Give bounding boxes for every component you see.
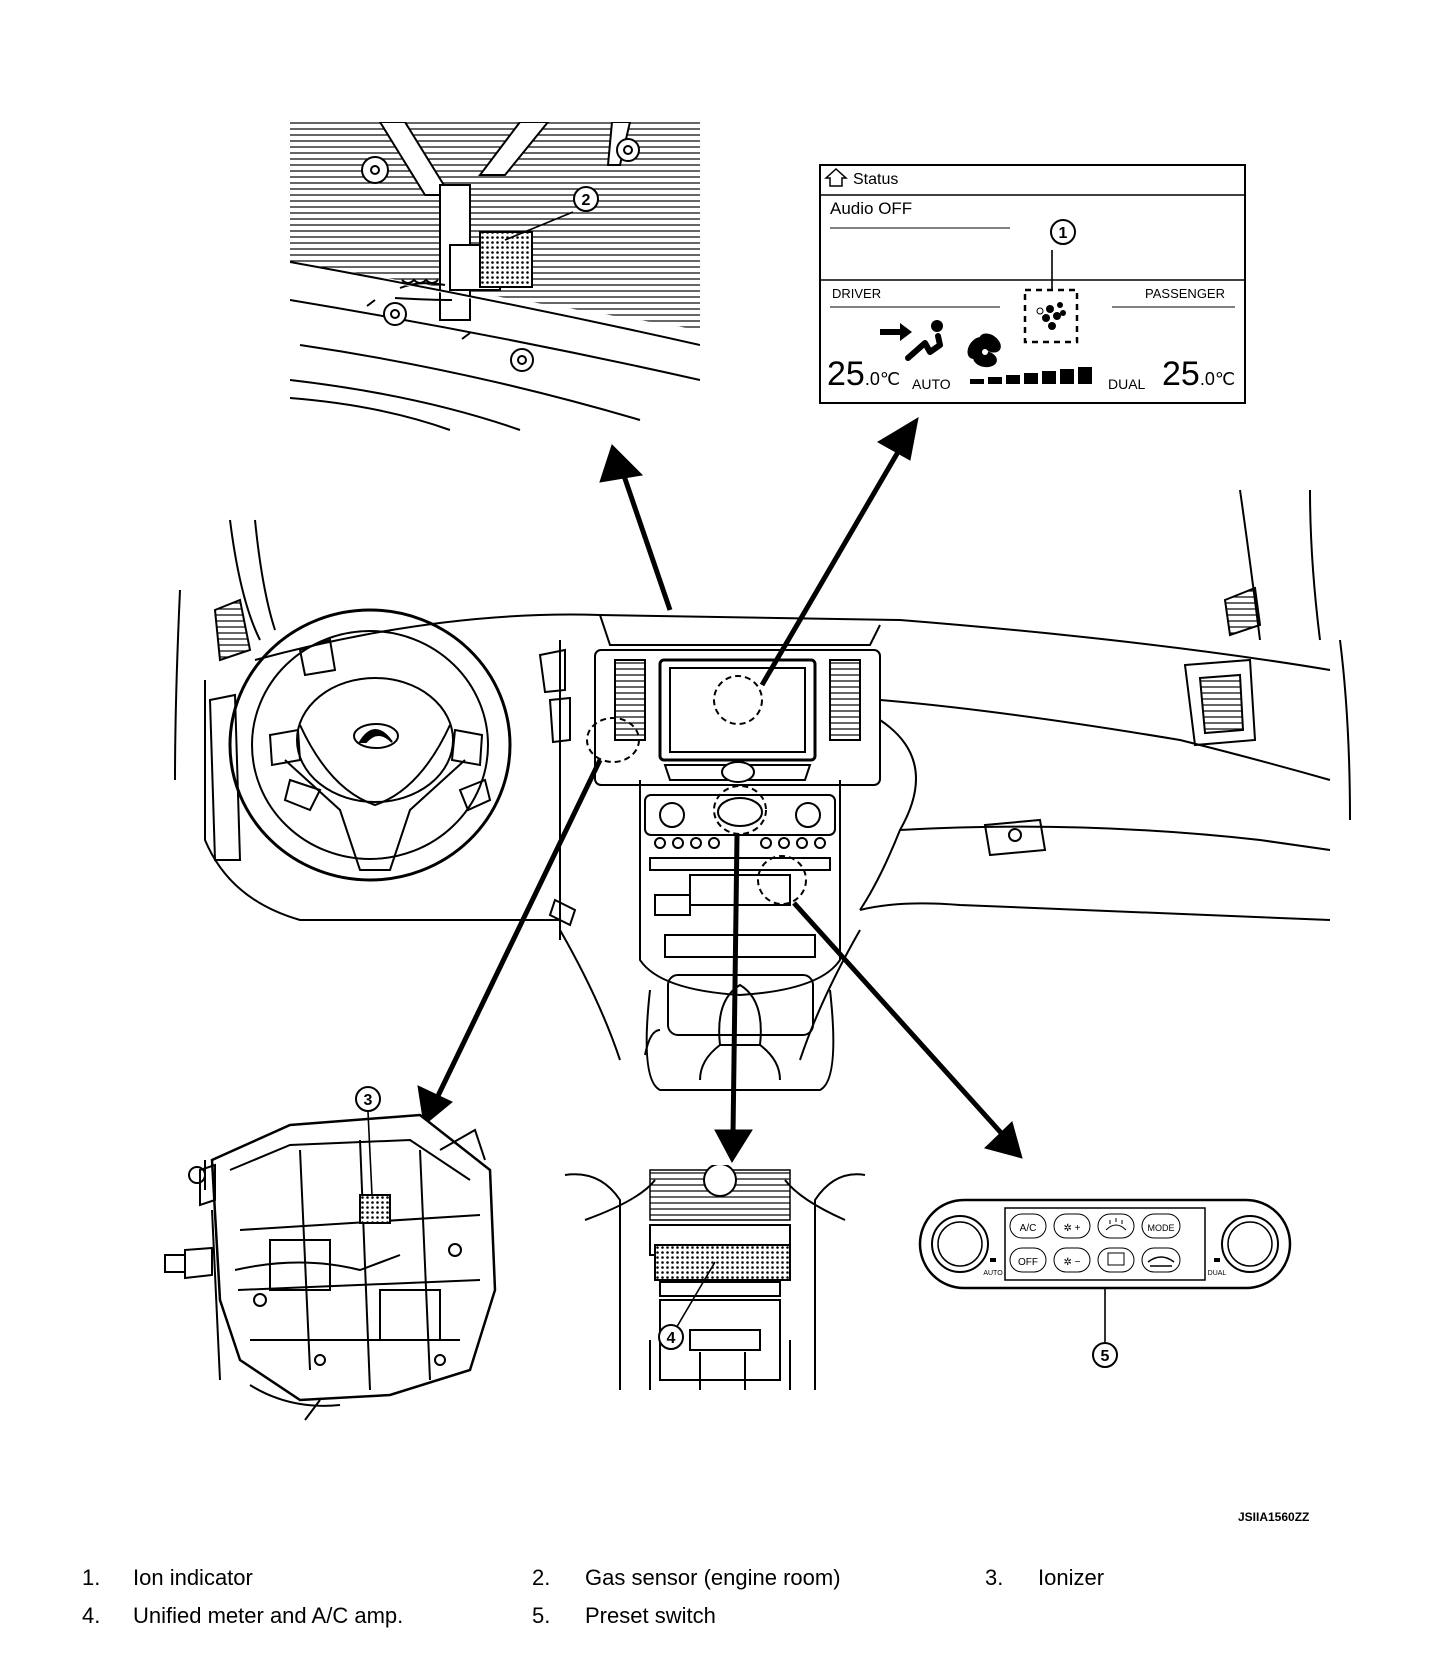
legend-num-4: 4. xyxy=(82,1603,101,1628)
reference-code: JSIIA1560ZZ xyxy=(1238,1510,1310,1524)
display-screen-inset: Status Audio OFF DRIVER PASSENGER 25.0℃ … xyxy=(819,164,1246,404)
driver-temp: 25.0℃ xyxy=(827,355,900,393)
auto-label: AUTO xyxy=(912,376,951,392)
ion-indicator-icon xyxy=(1023,288,1079,344)
legend-text-3: Ionizer xyxy=(1038,1565,1105,1590)
rear-defrost-icon xyxy=(1107,1252,1125,1266)
callout-5: 5 xyxy=(1101,1348,1110,1365)
callout-4: 4 xyxy=(667,1330,676,1347)
home-icon xyxy=(824,167,848,187)
callout-1: 1 xyxy=(1059,225,1068,242)
callout-3: 3 xyxy=(364,1092,373,1109)
infiniti-logo-icon xyxy=(358,729,393,743)
airflow-icon xyxy=(880,323,912,341)
driver-label: DRIVER xyxy=(832,286,881,301)
auto-sub-label: AUTO xyxy=(983,1270,1003,1277)
seat-icon xyxy=(905,333,943,361)
off-button[interactable]: OFF xyxy=(1018,1257,1038,1268)
dual-sub-label: DUAL xyxy=(1208,1270,1227,1277)
front-defrost-icon xyxy=(1105,1218,1127,1231)
mode-button[interactable]: MODE xyxy=(1148,1223,1175,1233)
legend-num-1: 1. xyxy=(82,1565,101,1590)
dual-label: DUAL xyxy=(1108,376,1146,392)
status-label: Status xyxy=(853,171,898,188)
preset-switch-panel: A/C ✲ + MODE OFF ✲ − AUTO DUAL xyxy=(918,1198,1292,1342)
pointer-arrows xyxy=(417,416,1023,1163)
fan-speed-bars xyxy=(970,367,1092,384)
fan-icon xyxy=(967,333,1001,368)
callout-2: 2 xyxy=(582,192,591,209)
legend-text-4: Unified meter and A/C amp. xyxy=(133,1603,404,1628)
legend-text-1: Ion indicator xyxy=(133,1565,253,1590)
hvac-unit-inset xyxy=(164,1111,497,1421)
ac-button[interactable]: A/C xyxy=(1020,1223,1037,1234)
legend-num-3: 3. xyxy=(985,1565,1004,1590)
passenger-label: PASSENGER xyxy=(1145,286,1225,301)
callout-markers: 2 1 3 4 5 xyxy=(355,186,1118,1368)
legend-num-5: 5. xyxy=(532,1603,551,1628)
passenger-temp: 25.0℃ xyxy=(1162,355,1235,393)
legend-text-2: Gas sensor (engine room) xyxy=(585,1565,841,1590)
center-stack-inset xyxy=(565,1165,865,1390)
recirculation-icon xyxy=(1147,1256,1175,1267)
legend-num-2: 2. xyxy=(532,1565,551,1590)
audio-status: Audio OFF xyxy=(830,199,912,218)
fan-down-button[interactable]: ✲ − xyxy=(1064,1257,1081,1268)
legend-text-5: Preset switch xyxy=(585,1603,716,1628)
engine-room-inset xyxy=(290,122,700,431)
dashboard-drawing xyxy=(174,489,1351,1091)
fan-up-button[interactable]: ✲ + xyxy=(1064,1223,1081,1234)
